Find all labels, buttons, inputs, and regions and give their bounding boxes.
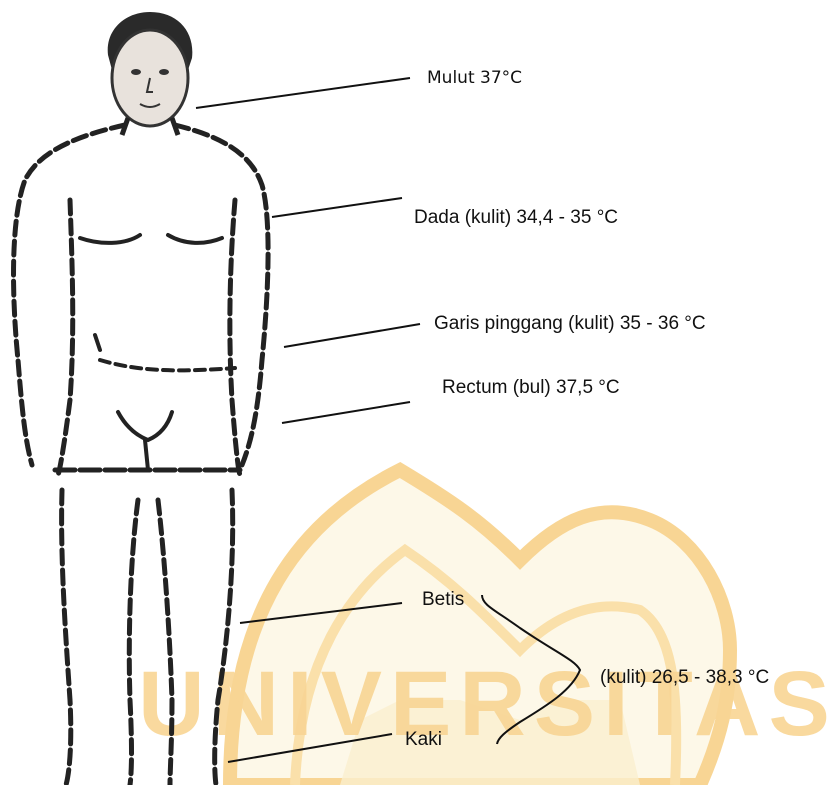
line-mulut (196, 78, 410, 108)
label-kulit-range: (kulit) 26,5 - 38,3 °C (600, 668, 769, 687)
label-dada: Dada (kulit) 34,4 - 35 °C (414, 208, 618, 227)
label-kaki: Kaki (405, 730, 442, 749)
label-garis-pinggang: Garis pinggang (kulit) 35 - 36 °C (434, 314, 706, 333)
line-garis (284, 324, 420, 347)
label-mulut: Mulut 37°C (427, 70, 522, 87)
label-betis: Betis (422, 590, 464, 609)
line-rectum (282, 402, 410, 423)
line-kaki (228, 734, 392, 762)
line-betis (240, 603, 402, 623)
label-rectum: Rectum (bul) 37,5 °C (442, 378, 620, 397)
brace-betis-kaki (482, 595, 580, 744)
line-dada (272, 198, 402, 217)
